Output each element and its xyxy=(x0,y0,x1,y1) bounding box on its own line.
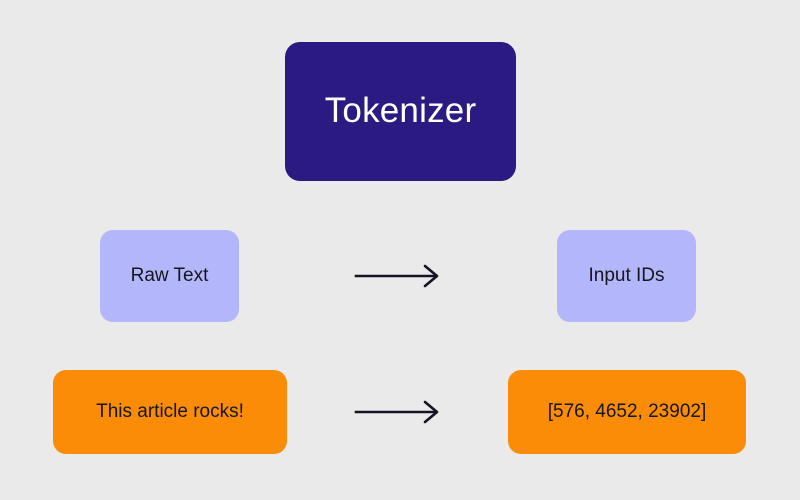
input-ids-node: Input IDs xyxy=(557,230,696,322)
example-row-arrow xyxy=(352,397,444,427)
right-arrow-icon xyxy=(354,264,439,288)
concept-row-arrow xyxy=(352,261,444,291)
tokenizer-node: Tokenizer xyxy=(285,42,516,181)
right-arrow-icon xyxy=(354,400,439,424)
input-ids-example-label: [576, 4652, 23902] xyxy=(547,400,707,422)
raw-text-example-label: This article rocks! xyxy=(96,400,244,422)
tokenizer-node-label: Tokenizer xyxy=(324,91,477,131)
input-ids-example-node: [576, 4652, 23902] xyxy=(508,370,746,454)
input-ids-node-label: Input IDs xyxy=(588,264,665,286)
raw-text-node: Raw Text xyxy=(100,230,239,322)
raw-text-node-label: Raw Text xyxy=(130,264,209,286)
raw-text-example-node: This article rocks! xyxy=(53,370,287,454)
